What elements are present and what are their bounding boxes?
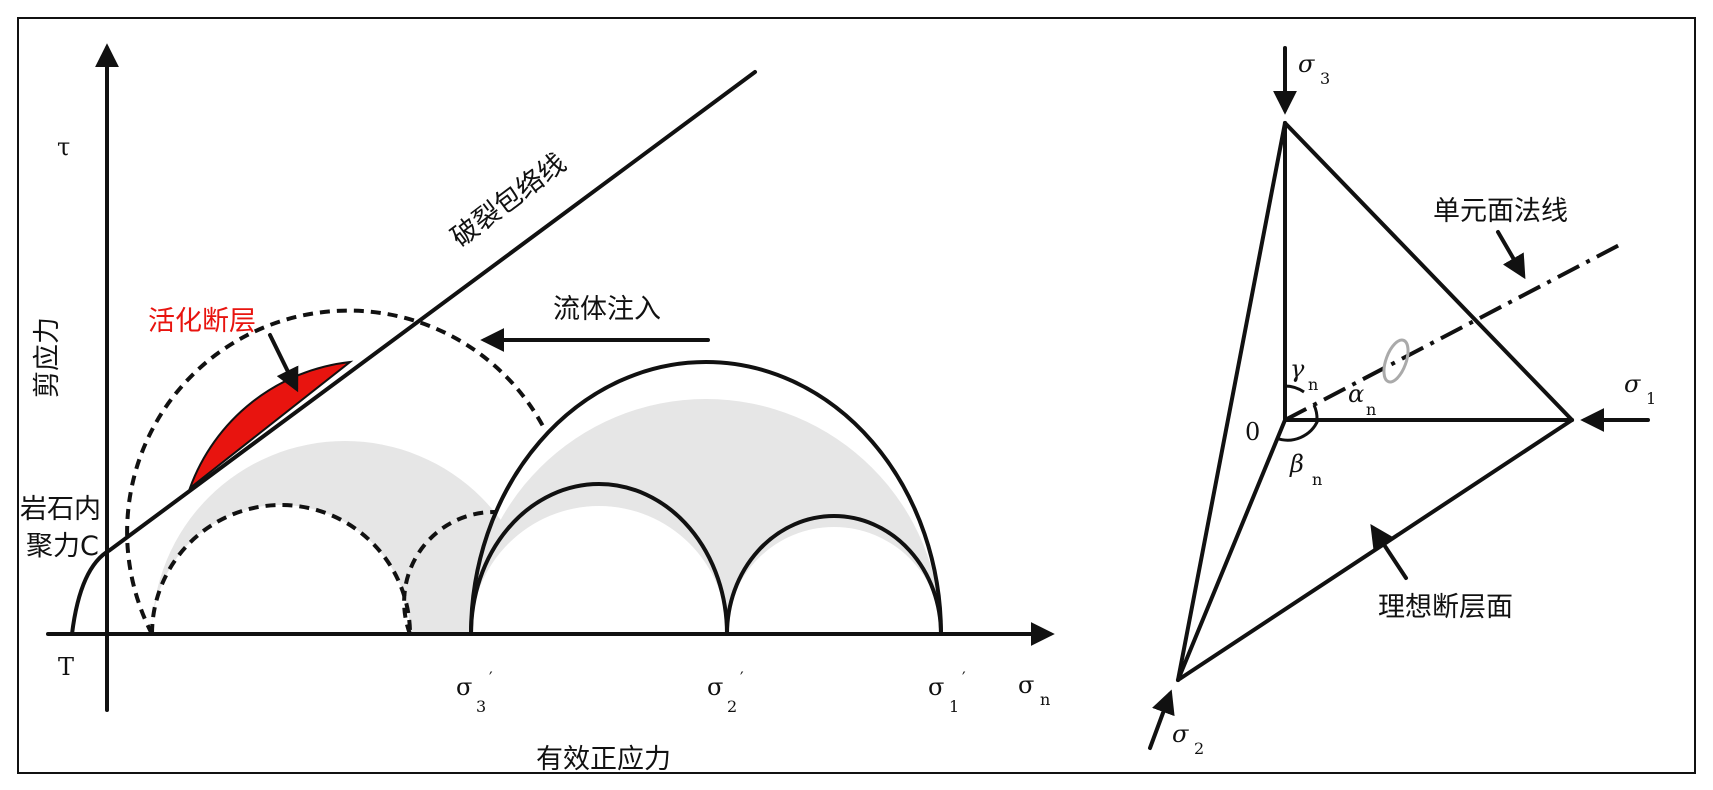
svg-text:n: n bbox=[1308, 375, 1318, 394]
cohesion-label-line2: 聚力C bbox=[26, 531, 99, 562]
svg-text:γ: γ bbox=[1290, 355, 1305, 383]
original-inner-circle-left bbox=[469, 482, 729, 636]
svg-text:n: n bbox=[1312, 470, 1322, 489]
inner-circle-right-fill bbox=[727, 527, 941, 634]
sigma2-prime-label: σ 2 ′ bbox=[707, 668, 744, 716]
svg-text:σ: σ bbox=[456, 673, 472, 701]
sigma-n-label: σ n bbox=[1018, 671, 1050, 709]
normal-marker bbox=[1382, 338, 1410, 384]
sigma3-label: σ 3 bbox=[1298, 50, 1330, 88]
svg-text:n: n bbox=[1366, 400, 1376, 419]
shifted-inner-circle-left bbox=[150, 503, 412, 635]
original-inner-circle-right bbox=[725, 514, 943, 636]
svg-text:2: 2 bbox=[1194, 739, 1204, 758]
normal-label: 单元面法线 bbox=[1433, 196, 1568, 227]
shifted-inner-left-fill bbox=[152, 505, 410, 634]
svg-text:3: 3 bbox=[476, 697, 486, 716]
alpha-label: α n bbox=[1348, 380, 1376, 419]
gamma-arc bbox=[1284, 384, 1305, 394]
svg-text:β: β bbox=[1289, 450, 1304, 478]
origin-label: 0 bbox=[1245, 418, 1260, 446]
svg-text:′: ′ bbox=[740, 668, 744, 687]
figure-border bbox=[17, 17, 1696, 774]
shifted-inner-circle-right bbox=[402, 509, 497, 635]
y-axis-label: 剪应力 bbox=[32, 317, 63, 398]
svg-text:3: 3 bbox=[1320, 69, 1330, 88]
y-axis-symbol: τ bbox=[57, 133, 70, 161]
activated-fault-wedge bbox=[187, 360, 354, 491]
svg-text:σ: σ bbox=[707, 673, 723, 701]
failure-envelope bbox=[70, 70, 757, 636]
svg-text:′: ′ bbox=[962, 668, 966, 687]
svg-text:σ: σ bbox=[1018, 671, 1034, 699]
normal-pointer bbox=[1496, 230, 1526, 280]
unit-plane-normal bbox=[1284, 240, 1626, 422]
cohesion-label-line1: 岩石内 bbox=[20, 494, 101, 525]
sigma2-arrow bbox=[1148, 689, 1175, 750]
svg-text:2: 2 bbox=[727, 697, 737, 716]
svg-text:σ: σ bbox=[1624, 370, 1641, 398]
sigma3-prime-label: σ 3 ′ bbox=[456, 668, 493, 716]
svg-text:′: ′ bbox=[489, 668, 493, 687]
fluid-injection-label: 流体注入 bbox=[553, 294, 661, 325]
svg-text:n: n bbox=[1040, 690, 1050, 709]
envelope-label: 破裂包络线 bbox=[446, 148, 572, 254]
beta-arc bbox=[1275, 419, 1320, 442]
sigma1-label: σ 1 bbox=[1624, 370, 1656, 408]
edge-apex-base bbox=[1176, 121, 1287, 682]
shifted-outer-circle bbox=[125, 308, 547, 635]
mohr-diagram: τ 剪应力 有效正应力 T 岩石内 聚力C 破裂包络线 活化断层 流体注入 σ … bbox=[20, 43, 1055, 775]
edge-origin-base bbox=[1176, 418, 1287, 682]
svg-text:α: α bbox=[1348, 380, 1364, 408]
alpha-arc bbox=[1312, 404, 1319, 421]
sigma2-label: σ 2 bbox=[1172, 720, 1204, 758]
fault-plane-pointer bbox=[1370, 523, 1408, 580]
tensile-label: T bbox=[58, 653, 74, 681]
beta-label: β n bbox=[1289, 450, 1322, 489]
x-axis-label: 有效正应力 bbox=[536, 744, 671, 775]
gamma-label: γ n bbox=[1290, 355, 1318, 394]
svg-text:1: 1 bbox=[1646, 389, 1656, 408]
sigma1-prime-label: σ 1 ′ bbox=[928, 668, 966, 716]
fault-plane-label: 理想断层面 bbox=[1378, 592, 1513, 623]
edge-apex-sigma1 bbox=[1283, 121, 1574, 422]
original-outer-circle bbox=[469, 360, 943, 636]
svg-text:σ: σ bbox=[928, 673, 944, 701]
stress-tetrahedron: σ 3 σ 1 σ 2 0 γ n α n β n 单元面法线 理想断层面 bbox=[1148, 46, 1656, 758]
svg-text:σ: σ bbox=[1172, 720, 1189, 748]
activated-fault-pointer bbox=[268, 333, 299, 393]
svg-text:σ: σ bbox=[1298, 50, 1315, 78]
inner-circle-left-fill bbox=[471, 506, 727, 634]
svg-text:1: 1 bbox=[949, 697, 959, 716]
edge-sigma1-base bbox=[1176, 418, 1574, 682]
activated-fault-label: 活化断层 bbox=[148, 306, 256, 337]
